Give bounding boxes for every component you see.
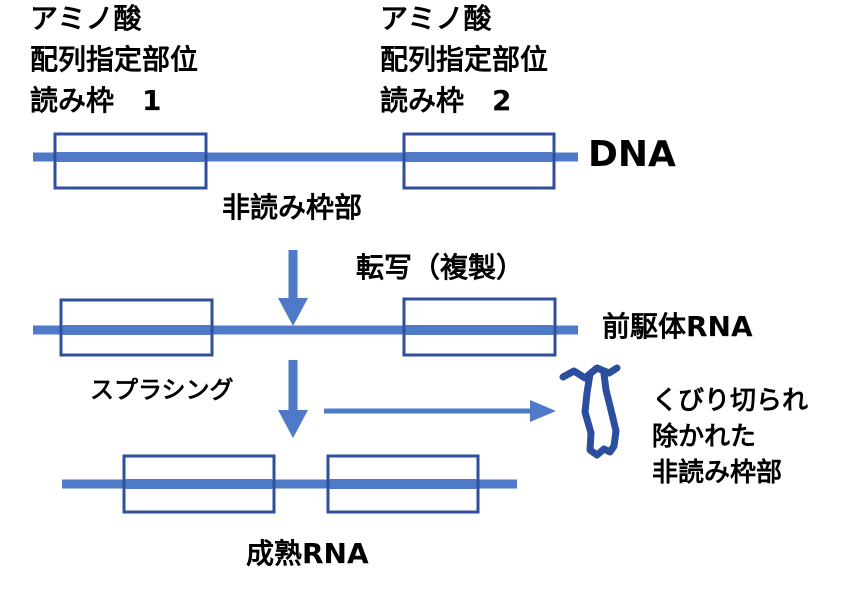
orf2-label-line2: 配列指定部位 (380, 43, 549, 76)
transcription-label: 転写（複製） (356, 251, 525, 284)
excised-label-line1: くびり切られ (652, 386, 809, 416)
mature-orf1-inner-line (126, 479, 272, 489)
dna-orf2-box (402, 132, 556, 190)
precursor-orf2-box (402, 297, 557, 357)
excision-arrow-head (530, 400, 556, 422)
orf1-label-line1: アミノ酸 (30, 2, 142, 35)
splicing-arrow-head (278, 410, 308, 438)
precursor-orf2-inner-line (406, 325, 553, 335)
dna-orf1-inner-line (57, 152, 204, 162)
mature-orf2-box (326, 454, 480, 514)
noncoding-label: 非読み枠部 (222, 191, 363, 224)
dna-orf2-inner-line (406, 152, 552, 162)
precursor-rna-label: 前駆体RNA (602, 310, 753, 343)
dna-orf1-box (53, 132, 208, 190)
excised-label-line2: 除かれた (652, 422, 757, 452)
mature-orf1-box (122, 454, 276, 514)
excised-label-line3: 非読み枠部 (652, 458, 783, 488)
orf2-label-line1: アミノ酸 (380, 2, 492, 35)
mature-orf2-inner-line (330, 479, 476, 489)
mature-rna-label: 成熟RNA (246, 537, 369, 570)
orf1-label-line2: 配列指定部位 (30, 43, 199, 76)
splicing-label: スプラシング (90, 376, 234, 404)
precursor-orf1-inner-line (63, 325, 210, 335)
dna-label: DNA (588, 134, 676, 175)
orf1-label-line3: 読み枠 1 (30, 84, 162, 117)
orf2-label-line3: 読み枠 2 (380, 84, 512, 117)
precursor-orf1-box (59, 298, 214, 357)
excised-intron-shape (559, 364, 621, 459)
transcription-arrow-head (278, 298, 308, 326)
